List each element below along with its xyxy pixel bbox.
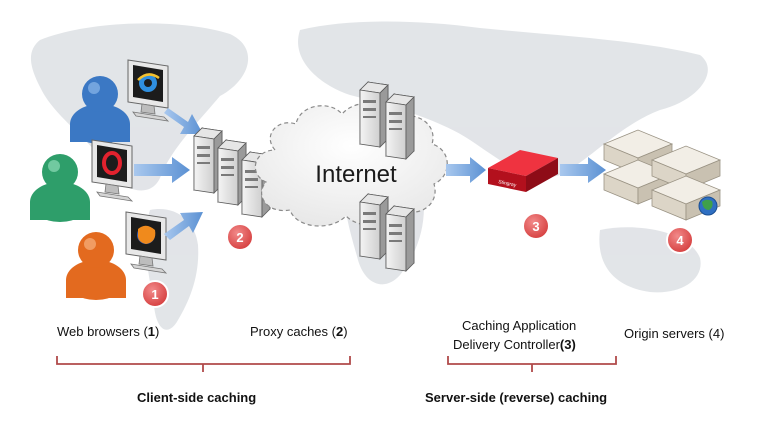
marker-1: 1 bbox=[141, 280, 169, 308]
firefox-icon bbox=[137, 225, 156, 244]
label-web-browsers-num: 1 bbox=[147, 324, 156, 339]
label-proxy-caches-num: 2 bbox=[335, 324, 344, 339]
marker-3: 3 bbox=[522, 212, 550, 240]
marker-3-label: 3 bbox=[532, 219, 539, 234]
adc-brand-label: Stingray bbox=[498, 179, 518, 189]
label-web-browsers-text: Web browsers ( bbox=[57, 324, 148, 339]
marker-4: 4 bbox=[666, 226, 694, 254]
monitor-opera bbox=[91, 139, 133, 202]
client-side-bracket bbox=[56, 356, 351, 372]
caption-server-side: Server-side (reverse) caching bbox=[425, 390, 608, 405]
adc-appliance: Stingray bbox=[488, 150, 558, 192]
marker-2-label: 2 bbox=[236, 230, 243, 245]
label-adc-line2: Delivery Controller(3) bbox=[453, 337, 576, 352]
label-adc-line2-num: (3) bbox=[559, 337, 576, 352]
label-origin-servers: Origin servers (4) bbox=[624, 326, 725, 341]
user-green-icon bbox=[30, 154, 90, 222]
ie-icon bbox=[137, 73, 160, 92]
user-orange-icon bbox=[66, 232, 126, 300]
internet-label: Internet bbox=[315, 161, 397, 188]
arrow-internet-to-adc bbox=[446, 157, 486, 183]
marker-2: 2 bbox=[226, 223, 254, 251]
label-web-browsers: Web browsers (1) bbox=[57, 324, 159, 339]
globe-icon bbox=[698, 196, 718, 216]
label-web-browsers-close: ) bbox=[155, 324, 160, 339]
monitor-ie bbox=[127, 59, 169, 122]
marker-1-label: 1 bbox=[151, 287, 158, 302]
label-adc-line1: Caching Application bbox=[462, 318, 577, 333]
arrow-browser-2-to-proxy bbox=[134, 157, 190, 183]
arrow-adc-to-origin bbox=[560, 157, 606, 183]
label-proxy-caches-text: Proxy caches ( bbox=[250, 324, 336, 339]
monitor-firefox bbox=[125, 211, 167, 274]
label-proxy-caches: Proxy caches (2) bbox=[250, 324, 348, 339]
opera-icon bbox=[102, 151, 122, 175]
label-proxy-caches-close: ) bbox=[343, 324, 348, 339]
marker-4-label: 4 bbox=[676, 233, 684, 248]
arrow-browser-3-to-proxy bbox=[164, 212, 203, 240]
server-side-bracket bbox=[447, 356, 617, 372]
arrow-browser-1-to-proxy bbox=[164, 108, 203, 134]
user-blue-icon bbox=[70, 76, 130, 144]
label-adc-line2-text: Delivery Controller bbox=[453, 337, 560, 352]
origin-server-stack bbox=[602, 129, 722, 221]
caption-client-side: Client-side caching bbox=[137, 390, 257, 405]
